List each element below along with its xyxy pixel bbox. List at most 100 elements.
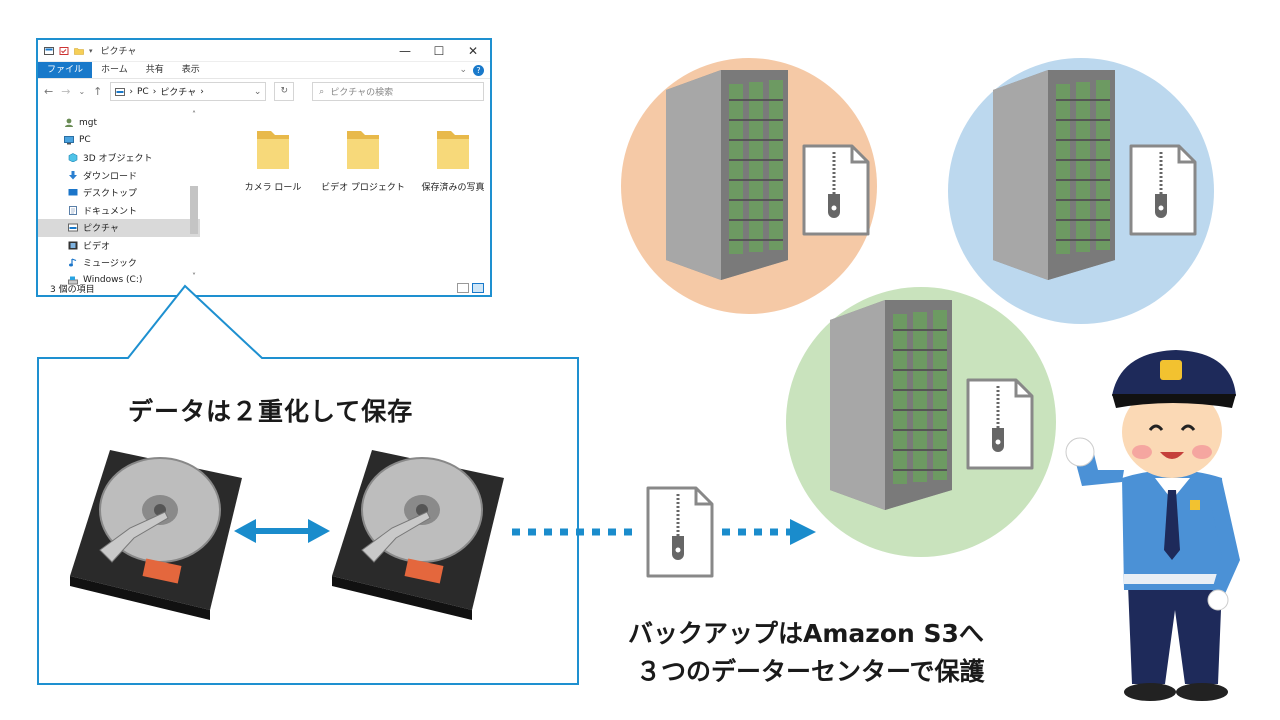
close-button[interactable]: ✕ [467, 43, 479, 58]
refresh-icon[interactable]: ↻ [274, 82, 295, 101]
up-arrow-icon[interactable]: ↑ [93, 85, 103, 98]
nav-item-label: ビデオ [83, 241, 111, 252]
nav-item-pc[interactable]: PC [38, 132, 200, 150]
pc-icon [64, 135, 74, 145]
tab-view[interactable]: 表示 [181, 65, 200, 75]
address-box[interactable]: › PC › ピクチャ › ⌄ [110, 82, 267, 101]
details-view-icon[interactable] [457, 283, 469, 293]
address-dropdown-icon[interactable]: ⌄ [253, 86, 262, 97]
hard-drive-icon [70, 450, 242, 620]
scroll-down-icon[interactable]: ˅ [192, 272, 196, 281]
new-folder-icon[interactable] [74, 47, 84, 55]
folder-label: 保存済みの写真 [421, 183, 485, 193]
nav-item-3d-objects[interactable]: 3D オブジェクト [38, 149, 200, 167]
nav-item-user[interactable]: mgt [38, 114, 200, 132]
drive-icon [68, 276, 78, 285]
nav-item-label: ミュージック [83, 259, 137, 270]
folder-item[interactable]: 保存済みの写真 [408, 125, 490, 193]
forward-arrow-icon[interactable]: → [61, 85, 71, 98]
server-rack-icon [666, 70, 788, 280]
nav-item-music[interactable]: ミュージック [38, 254, 200, 272]
tab-file[interactable]: ファイル [38, 62, 93, 78]
quick-access-toolbar: ▾ [44, 46, 93, 55]
scroll-up-icon[interactable]: ˄ [192, 110, 196, 119]
server-rack-icon [993, 70, 1115, 280]
pictures-icon [68, 223, 78, 232]
breadcrumb-pc[interactable]: PC [136, 86, 149, 97]
zip-file-icon [646, 486, 714, 578]
music-icon [69, 258, 77, 267]
window-icon [44, 46, 54, 55]
search-icon: ⌕ [319, 86, 325, 97]
nav-item-label: デスクトップ [83, 189, 138, 200]
desktop-icon [68, 189, 78, 196]
folder-icon [257, 131, 289, 169]
quick-access-dropdown-icon[interactable]: ▾ [89, 46, 93, 55]
nav-item-downloads[interactable]: ダウンロード [38, 167, 200, 185]
document-icon [69, 205, 77, 215]
tab-home[interactable]: ホーム [101, 65, 128, 75]
callout-title: データは２重化して保存 [128, 397, 414, 426]
nav-item-videos[interactable]: ビデオ [38, 237, 200, 255]
folder-item[interactable]: ビデオ プロジェクト [318, 125, 408, 193]
video-icon [68, 241, 78, 250]
explorer-body: mgt PC 3D オブジェクト ダウンロード デスクトップ ドキュメント [38, 108, 490, 285]
ribbon-tabs: ファイル ホーム 共有 表示 ⌄ ? [38, 62, 490, 78]
folder-label: カメラ ロール [244, 183, 302, 193]
minimize-button[interactable]: — [399, 43, 411, 58]
explorer-titlebar: ▾ ピクチャ — ☐ ✕ [38, 40, 490, 62]
nav-item-label: ドキュメント [83, 206, 138, 217]
pictures-folder-icon [115, 87, 126, 96]
nav-item-label: 3D オブジェクト [83, 154, 153, 165]
view-toggle [457, 283, 490, 293]
folder-icon [437, 131, 469, 169]
nav-item-label: ダウンロード [83, 171, 138, 182]
nav-item-pictures[interactable]: ピクチャ [38, 219, 200, 237]
security-guard-illustration [1065, 350, 1240, 701]
maximize-button[interactable]: ☐ [433, 43, 445, 58]
window-controls: — ☐ ✕ [388, 44, 490, 58]
nav-item-desktop[interactable]: デスクトップ [38, 184, 200, 202]
navigation-pane: mgt PC 3D オブジェクト ダウンロード デスクトップ ドキュメント [38, 108, 200, 285]
download-icon [69, 170, 77, 180]
folder-label: ビデオ プロジェクト [321, 183, 405, 193]
backup-transfer-arrow [512, 519, 816, 545]
recent-dropdown-icon[interactable]: ⌄ [78, 87, 86, 96]
file-explorer-window: ▾ ピクチャ — ☐ ✕ ファイル ホーム 共有 表示 ⌄ ? ← → ⌄ ↑ … [36, 38, 492, 297]
nav-item-label: Windows (C:) [83, 275, 143, 286]
large-icons-view-icon[interactable] [472, 283, 484, 293]
tab-share[interactable]: 共有 [145, 65, 164, 75]
file-list: カメラ ロール ビデオ プロジェクト 保存済みの写真 [200, 108, 490, 281]
breadcrumb-separator-icon: › [152, 86, 157, 97]
nav-item-label: ピクチャ [83, 224, 119, 235]
nav-item-windows-drive[interactable]: Windows (C:) [38, 272, 200, 290]
breadcrumb-separator-icon: › [129, 86, 133, 97]
search-input[interactable]: ⌕ ピクチャの検索 [312, 82, 484, 101]
status-bar: 3 個の項目 [38, 281, 490, 295]
mirror-double-arrow [234, 519, 330, 543]
nav-scrollbar[interactable]: ˄ ˅ [189, 110, 199, 281]
nav-item-label: mgt [79, 117, 98, 128]
server-rack-icon [830, 300, 952, 510]
nav-item-label: PC [79, 135, 91, 146]
window-title: ピクチャ [100, 47, 137, 57]
help-icon[interactable]: ? [473, 64, 484, 76]
nav-item-documents[interactable]: ドキュメント [38, 202, 200, 220]
scroll-thumb[interactable] [190, 186, 198, 234]
back-arrow-icon[interactable]: ← [44, 85, 54, 98]
address-bar-row: ← → ⌄ ↑ › PC › ピクチャ › ⌄ ↻ ⌕ ピクチャの検索 [38, 78, 490, 104]
hard-drive-icon [332, 450, 504, 620]
zip-file-icon [1129, 144, 1197, 236]
caption-line-2: ３つのデーターセンターで保護 [636, 657, 985, 686]
ribbon-expand-icon[interactable]: ⌄ [459, 65, 467, 75]
breadcrumb-separator-icon: › [200, 86, 204, 97]
user-icon [65, 118, 73, 128]
breadcrumb-pictures[interactable]: ピクチャ [160, 88, 197, 98]
properties-icon[interactable] [59, 46, 69, 55]
zip-file-icon [966, 378, 1034, 470]
item-count: 3 個の項目 [50, 284, 95, 295]
search-placeholder: ピクチャの検索 [330, 88, 394, 98]
caption-line-1: バックアップはAmazon S3へ [628, 619, 984, 648]
folder-item[interactable]: カメラ ロール [228, 125, 318, 193]
